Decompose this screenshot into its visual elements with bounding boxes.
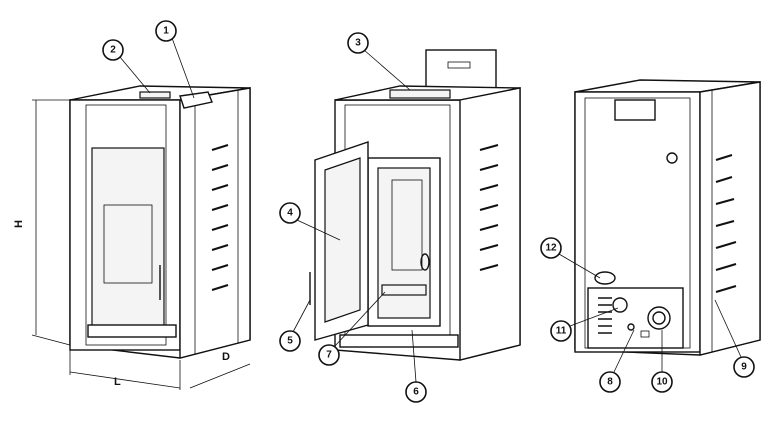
svg-text:2: 2	[110, 45, 116, 56]
callout-6: 6	[405, 381, 427, 403]
back-panel	[425, 49, 497, 91]
callout-3: 3	[347, 32, 369, 54]
svg-text:4: 4	[287, 208, 293, 219]
dimension-height: H	[13, 220, 25, 228]
callout-8: 8	[599, 371, 621, 393]
callout-4: 4	[279, 202, 301, 224]
callout-12: 12	[540, 237, 562, 259]
side-louvers-2	[479, 144, 499, 271]
callout-10: 10	[651, 371, 673, 393]
callout-9: 9	[733, 356, 755, 378]
svg-text:1: 1	[163, 26, 169, 37]
svg-text:6: 6	[413, 387, 419, 398]
burn-pot	[381, 284, 427, 296]
callout-5: 5	[279, 330, 301, 352]
water-connection	[594, 271, 616, 285]
dimension-depth: D	[222, 351, 230, 363]
dimension-length: L	[114, 376, 121, 388]
svg-text:9: 9	[741, 362, 747, 373]
svg-text:11: 11	[556, 326, 567, 337]
svg-text:8: 8	[607, 377, 613, 388]
top-cover	[179, 91, 213, 109]
svg-text:5: 5	[287, 336, 293, 347]
svg-text:7: 7	[326, 350, 332, 361]
side-louvers-3	[715, 154, 737, 293]
svg-text:10: 10	[656, 377, 668, 388]
callout-1: 1	[155, 20, 177, 42]
svg-text:12: 12	[545, 243, 557, 254]
callout-7: 7	[318, 344, 340, 366]
air-intake	[612, 297, 628, 313]
callout-11: 11	[550, 320, 572, 342]
stove-front-view: H L D	[13, 85, 251, 390]
stove-rear-view	[574, 79, 761, 356]
flue-outlet	[647, 306, 671, 330]
side-louvers	[211, 144, 229, 291]
callout-2: 2	[102, 39, 124, 61]
stove-open-view	[309, 49, 521, 361]
top-grille	[389, 89, 451, 99]
svg-text:3: 3	[355, 38, 361, 49]
